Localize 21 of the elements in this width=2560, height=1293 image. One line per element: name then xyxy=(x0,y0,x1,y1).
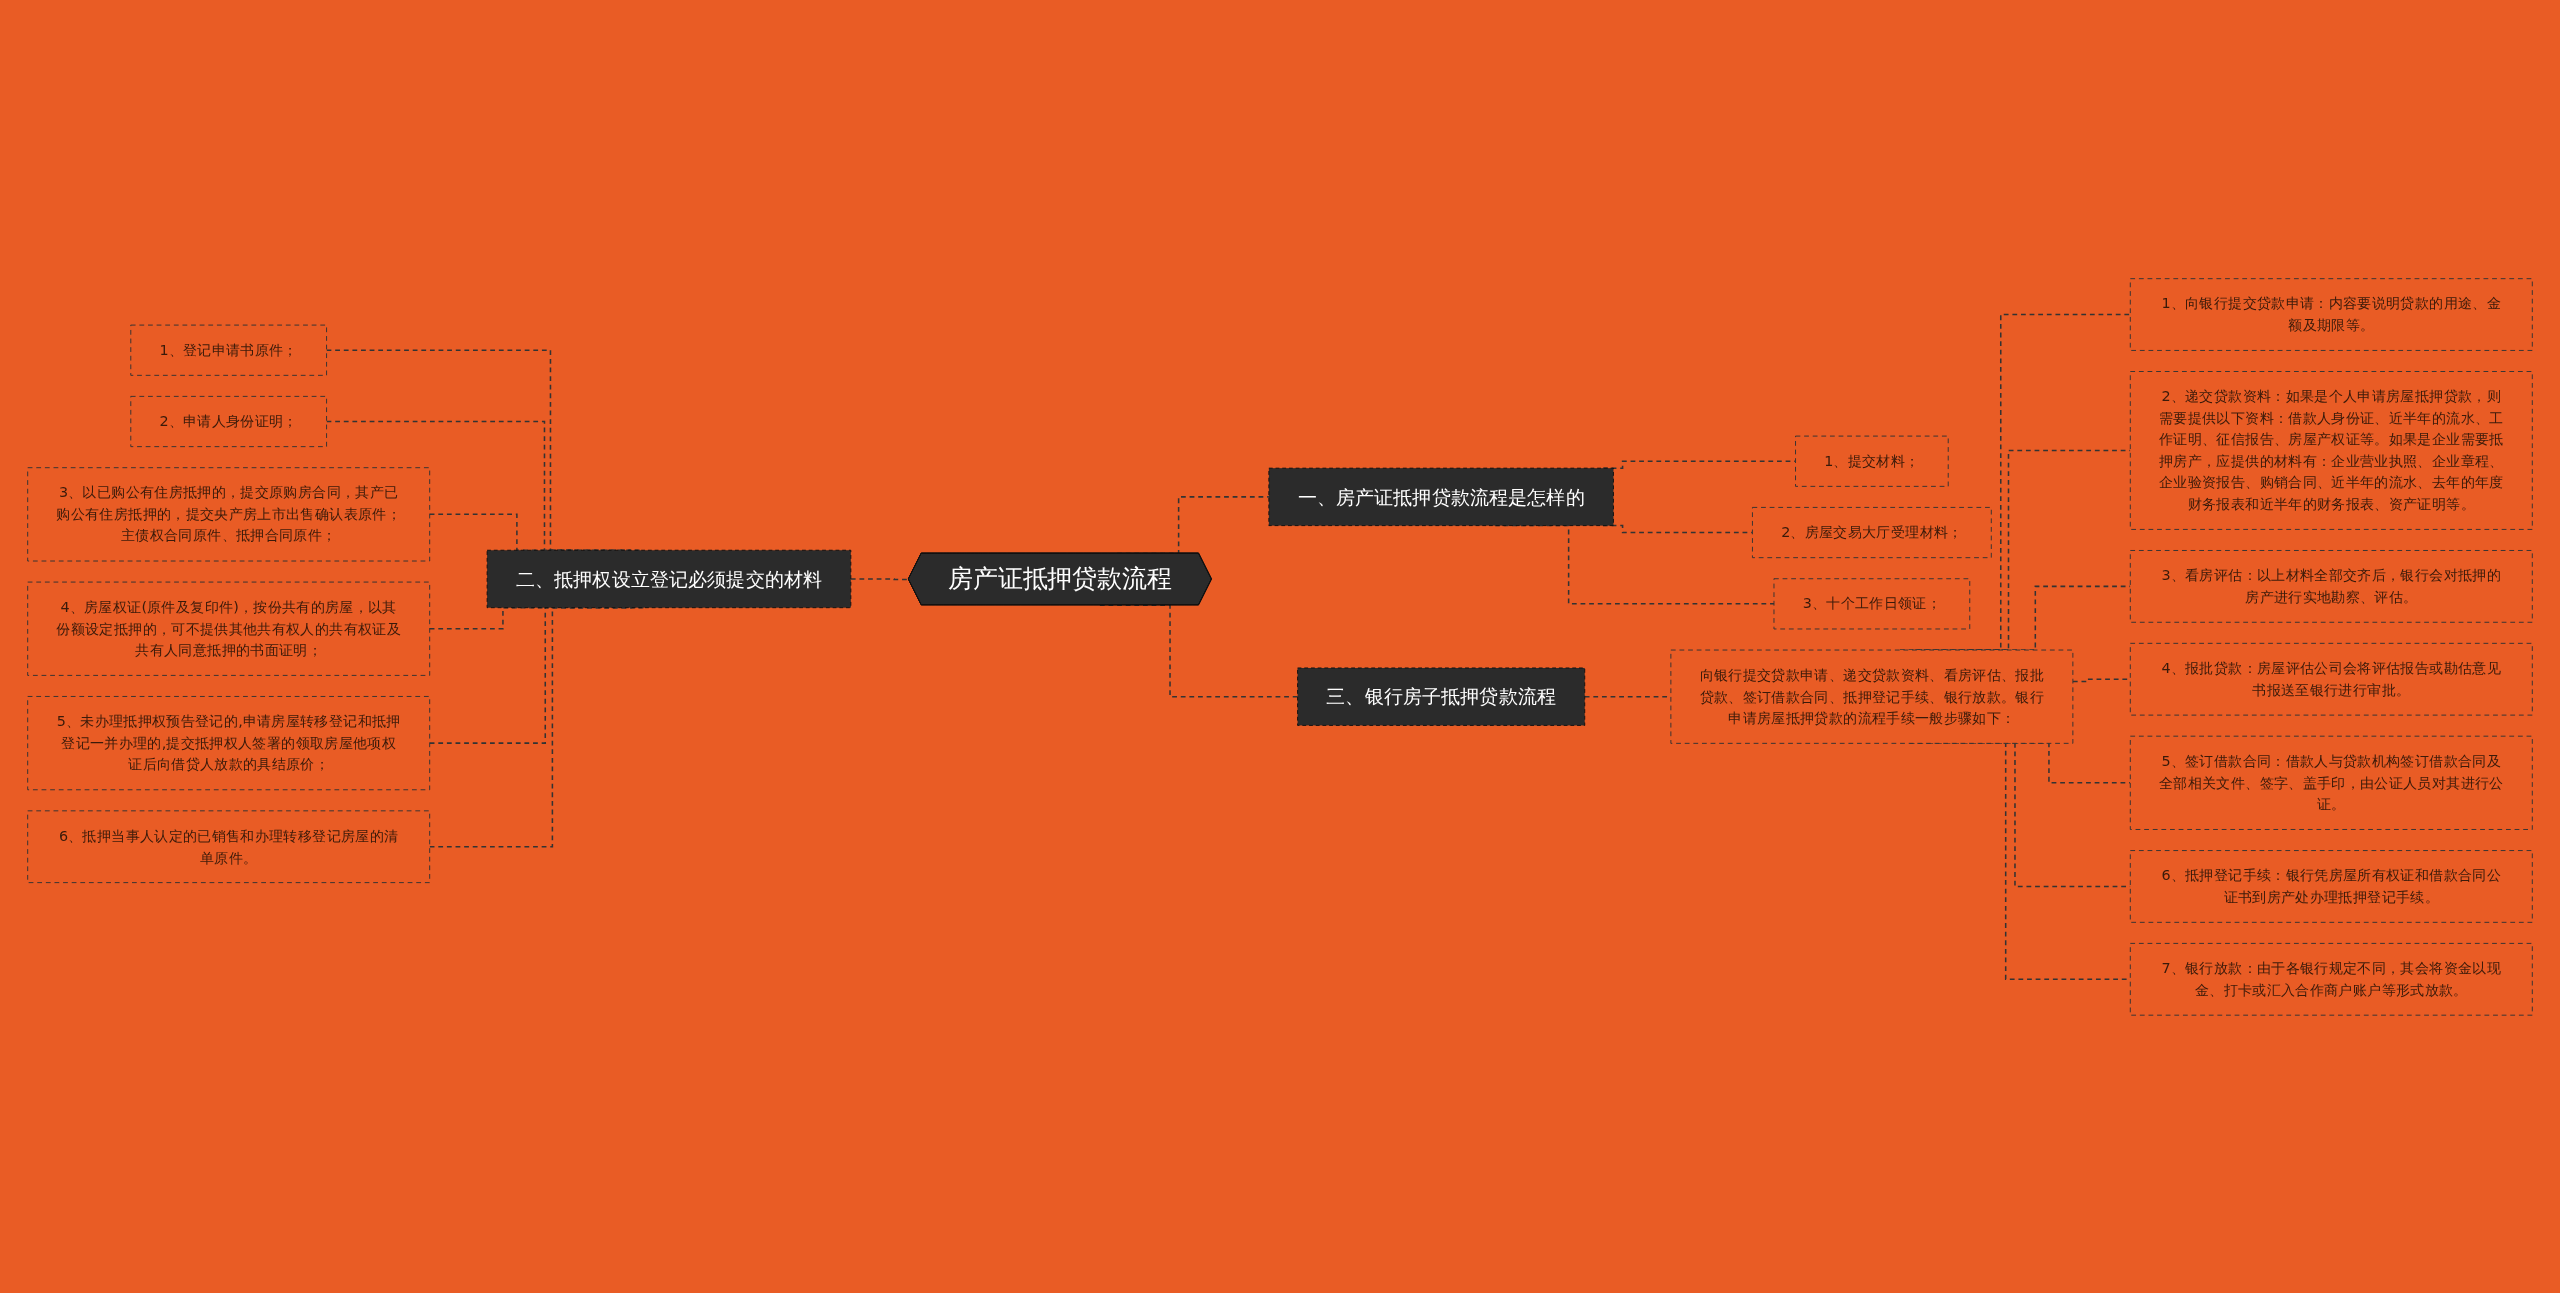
node-box: 2、申请人身份证明； xyxy=(130,395,328,447)
node-box: 7、银行放款：由于各银行规定不同，其会将资金以现金、打卡或汇入合作商户账户等形式放款。 xyxy=(2129,942,2533,1016)
node-box: 一、房产证抵押贷款流程是怎样的 xyxy=(1268,467,1614,526)
node-box: 三、银行房子抵押贷款流程 xyxy=(1297,667,1586,726)
node-box: 1、提交材料； xyxy=(1795,435,1949,487)
node-box: 2、房屋交易大厅受理材料； xyxy=(1751,506,1992,558)
node-box: 3、看房评估：以上材料全部交齐后，银行会对抵押的房产进行实地勘察、评估。 xyxy=(2129,549,2533,623)
connector xyxy=(850,577,910,580)
node-box: 1、向银行提交贷款申请：内容要说明贷款的用途、金额及期限等。 xyxy=(2129,277,2533,351)
node-box: 二、抵押权设立登记必须提交的材料 xyxy=(486,549,852,608)
node-box: 5、未办理抵押权预告登记的,申请房屋转移登记和抵押登记一并办理的,提交抵押权人签署的领取房屋他项权证后向借贷人放款的具结原价； xyxy=(27,695,431,790)
node-box: 5、签订借款合同：借款人与贷款机构签订借款合同及全部相关文件、签字、盖手印，由公证人员对其进行公证。 xyxy=(2129,735,2533,830)
node-box: 4、报批贷款：房屋评估公司会将评估报告或勘估意见书报送至银行进行审批。 xyxy=(2129,642,2533,716)
node-box: 2、递交贷款资料：如果是个人申请房屋抵押贷款，则需要提供以下资料：借款人身份证、近半年的流水、工作证明、征信报告、房屋产权证等。如果是企业需要抵押房产，应提供的材料有：企业营业执照、企业章程、企业验资报告、购销合同、近半年的流水、去年的年度财务报表和近半年的财务报表、资产证明等。 xyxy=(2129,370,2533,530)
node-box: 6、抵押登记手续：银行凭房屋所有权证和借款合同公证书到房产处办理抵押登记手续。 xyxy=(2129,849,2533,923)
node-box: 1、登记申请书原件； xyxy=(130,324,328,376)
node-box: 3、以已购公有住房抵押的，提交原购房合同，其产已购公有住房抵押的，提交央产房上市出售确认表原件；主债权合同原件、抵押合同原件； xyxy=(27,466,431,562)
node-box: 3、十个工作日领证； xyxy=(1773,577,1971,630)
node-box: 4、房屋权证(原件及复印件)，按份共有的房屋，以其份额设定抵押的，可不提供其他共有权人的共有权证及共有人同意抵押的书面证明； xyxy=(27,581,431,676)
node-box: 6、抵押当事人认定的已销售和办理转移登记房屋的清单原件。 xyxy=(27,809,431,883)
node-box: 向银行提交贷款申请、递交贷款资料、看房评估、报批贷款、签订借款合同、抵押登记手续、银行放款。银行申请房屋抵押贷款的流程手续一般步骤如下： xyxy=(1670,649,2074,744)
